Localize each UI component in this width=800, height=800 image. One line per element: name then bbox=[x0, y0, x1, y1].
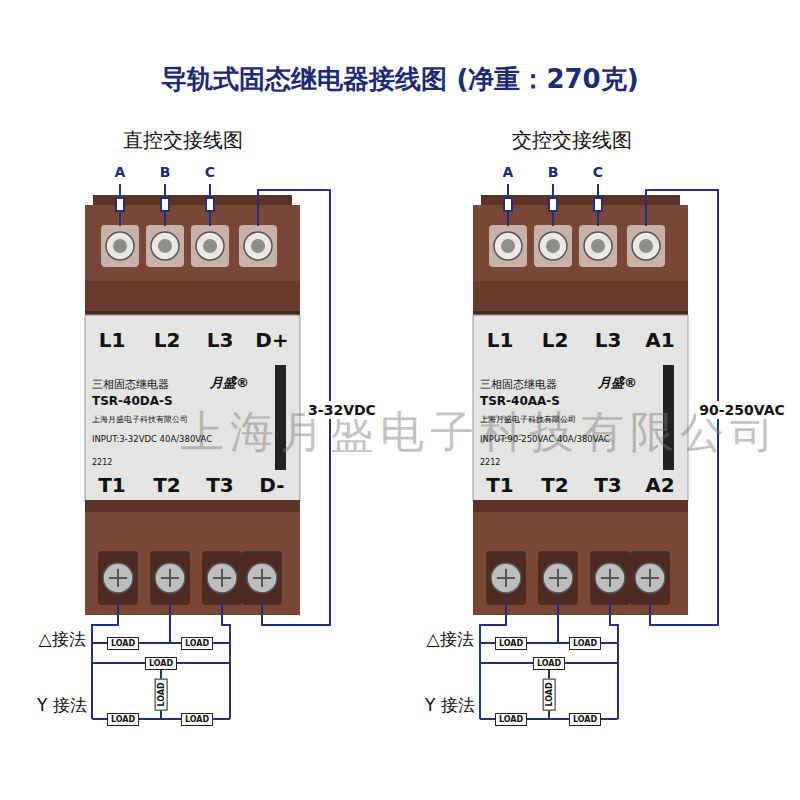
relay-module: L1 L2 L3 D+ 三相固态继电器 月盛® TSR-40DA-S 上海月盛电子科技有限公司… bbox=[85, 195, 300, 615]
phase-letter: B bbox=[548, 164, 559, 180]
load-symbol: LOAD bbox=[145, 657, 177, 670]
rating-text: INPUT:90-250VAC 40A/380VAC bbox=[480, 435, 610, 445]
connection-label: Y 接法 bbox=[425, 696, 475, 716]
terminal-name: L1 bbox=[99, 329, 126, 352]
connection-label: Y 接法 bbox=[37, 696, 87, 716]
connection-label: △接法 bbox=[426, 630, 473, 650]
phase-letter: B bbox=[160, 164, 171, 180]
model-number: TSR-40AA-S bbox=[480, 395, 560, 409]
voltage-label: 3-32VDC bbox=[305, 401, 379, 419]
phase-letter: C bbox=[593, 164, 603, 180]
date-code: 2212 bbox=[92, 458, 112, 467]
terminal-name: A1 bbox=[645, 329, 674, 352]
subtitle: 交控交接线图 bbox=[512, 129, 632, 152]
product-name: 三相固态继电器 bbox=[92, 379, 169, 392]
subtitle: 直控交接线图 bbox=[123, 129, 243, 152]
phase-letter: C bbox=[205, 164, 215, 180]
terminal-name: L3 bbox=[207, 329, 234, 352]
load-symbol: LOAD bbox=[569, 637, 601, 650]
rating-text: INPUT:3-32VDC 40A/380VAC bbox=[92, 435, 212, 445]
terminal-name: T3 bbox=[206, 474, 234, 497]
terminal-name: L3 bbox=[595, 329, 622, 352]
load-symbol: LOAD bbox=[181, 713, 213, 726]
model-number: TSR-40DA-S bbox=[92, 395, 173, 409]
voltage-label: 90-250VAC bbox=[696, 401, 788, 419]
maker-name: 上海月盛电子科技有限公司 bbox=[480, 415, 576, 424]
terminal-name: A2 bbox=[645, 474, 674, 497]
terminal-name: T2 bbox=[153, 474, 181, 497]
terminal-name: L2 bbox=[542, 329, 569, 352]
terminal-name: T2 bbox=[541, 474, 569, 497]
terminal-name: T1 bbox=[486, 474, 514, 497]
terminal-name: T1 bbox=[98, 474, 126, 497]
watermark: 上海月盛电子科技有限公司 bbox=[180, 407, 780, 458]
load-symbol: LOAD bbox=[569, 713, 601, 726]
load-symbol: LOAD bbox=[154, 678, 167, 710]
terminal-name: D- bbox=[259, 474, 284, 497]
brand-name: 月盛® bbox=[210, 376, 249, 391]
load-symbol: LOAD bbox=[495, 713, 527, 726]
phase-letter: A bbox=[115, 164, 126, 180]
phase-letter: A bbox=[503, 164, 514, 180]
connection-label: △接法 bbox=[38, 630, 85, 650]
date-code: 2212 bbox=[480, 458, 500, 467]
load-symbol: LOAD bbox=[181, 637, 213, 650]
load-symbol: LOAD bbox=[107, 637, 139, 650]
terminal-name: D+ bbox=[255, 329, 288, 352]
maker-name: 上海月盛电子科技有限公司 bbox=[92, 415, 188, 424]
load-symbol: LOAD bbox=[533, 657, 565, 670]
brand-name: 月盛® bbox=[598, 376, 637, 391]
terminal-name: T3 bbox=[594, 474, 622, 497]
title: 导轨式固态继电器接线图 (净重：270克) bbox=[161, 65, 638, 95]
relay-module: L1 L2 L3 A1 三相固态继电器 月盛® TSR-40AA-S 上海月盛电子科技有限公司… bbox=[473, 195, 688, 615]
load-symbol: LOAD bbox=[542, 678, 555, 710]
load-symbol: LOAD bbox=[495, 637, 527, 650]
terminal-name: L1 bbox=[487, 329, 514, 352]
product-name: 三相固态继电器 bbox=[480, 379, 557, 392]
load-symbol: LOAD bbox=[107, 713, 139, 726]
terminal-name: L2 bbox=[154, 329, 181, 352]
